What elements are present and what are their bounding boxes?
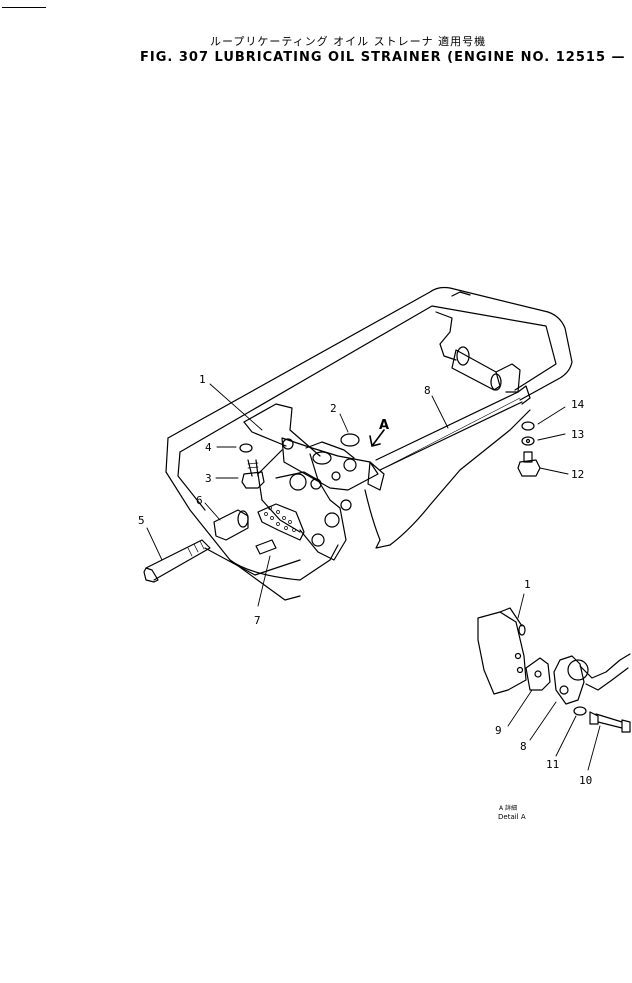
pan-bracket [435,311,521,393]
long-bolt [143,539,211,583]
view-arrow [369,429,385,447]
callout-4: 4 [205,441,212,454]
detail-callout-11: 11 [546,758,559,771]
bolt-washers-12-14 [517,421,541,477]
suction-pipe [367,385,531,491]
callout-13: 13 [571,428,584,441]
detail-a [477,607,631,733]
small-bolt [241,459,265,489]
callout-6: 6 [196,494,203,507]
callout-12: 12 [571,468,584,481]
washer-4 [239,443,253,453]
strainer-body [243,403,379,561]
title-japanese: ループリケーティング オイル ストレーナ 適用号機 [210,35,487,48]
detail-label: Detail A [498,813,526,821]
detail-leaders [507,593,601,771]
detail-callout-8: 8 [520,740,527,753]
leader-lines [146,383,569,607]
detail-callout-9: 9 [495,724,502,737]
detail-label-japanese: A 詳細 [499,805,518,812]
header-rule [2,7,46,8]
callout-8: 8 [424,384,431,397]
callout-5: 5 [138,514,145,527]
callout-2: 2 [330,402,337,415]
figure-title: FIG. 307 LUBRICATING OIL STRAINER (ENGIN… [140,50,632,65]
detail-callout-10: 10 [579,774,592,787]
valve-part [213,509,277,555]
strainer-screen [257,503,305,541]
view-arrow-label: A [379,418,389,433]
oil-pan [165,286,573,601]
gasket-2 [340,433,360,447]
callout-1: 1 [199,373,206,386]
detail-callout-1: 1 [524,578,531,591]
callout-3: 3 [205,472,212,485]
callout-7: 7 [254,614,261,627]
callout-14: 14 [571,398,585,411]
